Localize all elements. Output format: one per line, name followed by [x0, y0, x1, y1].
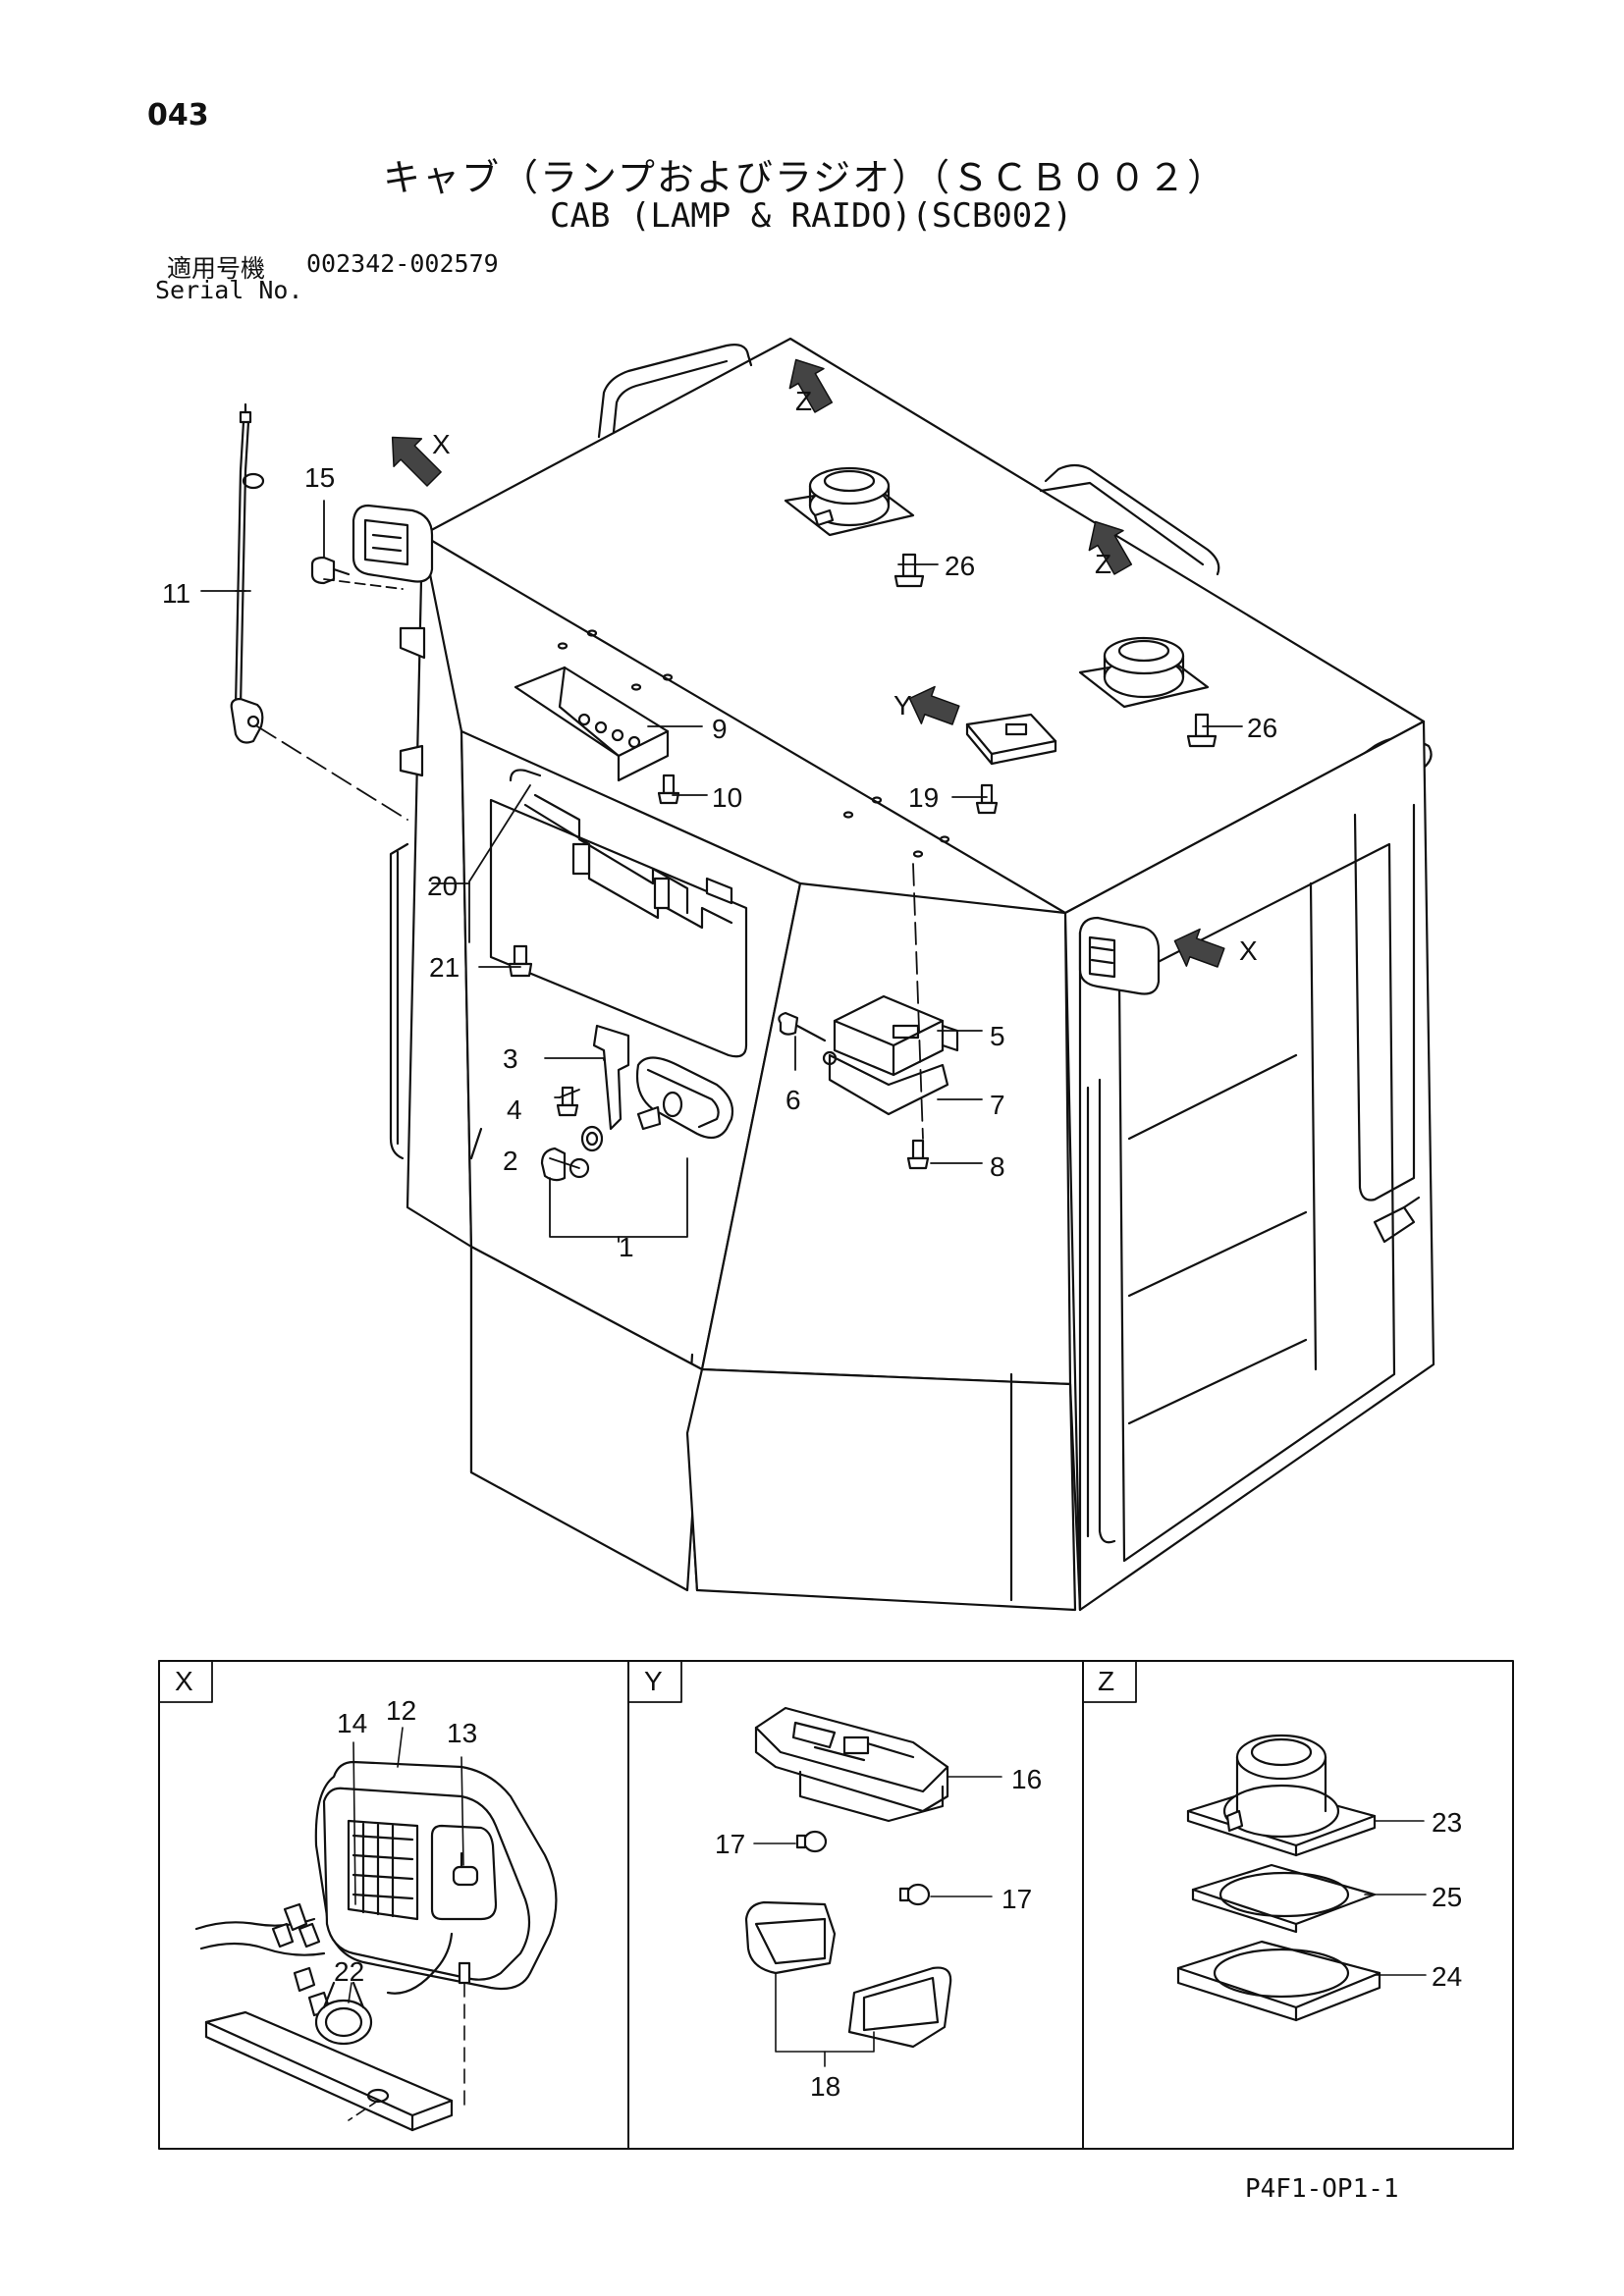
callout-12: 12 — [386, 1695, 416, 1726]
panel-x-label: X — [175, 1666, 193, 1696]
panel-y-label-box — [627, 1660, 682, 1703]
serial-range: 002342-002579 — [306, 249, 499, 278]
callout-2: 2 — [503, 1146, 518, 1176]
detail-room-lamp — [744, 1706, 1002, 2067]
page-title-english: CAB (LAMP & RAIDO)(SCB002) — [550, 196, 1073, 236]
leader-lines — [200, 500, 1243, 1243]
view-marker-z-left: Z — [795, 386, 812, 416]
cab-body — [389, 337, 1435, 1612]
callout-23: 23 — [1432, 1807, 1462, 1838]
page-number: 043 — [147, 98, 209, 133]
panel-x-label-box — [158, 1660, 213, 1703]
callout-4: 4 — [507, 1095, 522, 1125]
callout-14: 14 — [337, 1708, 367, 1738]
roof-speaker-left — [784, 466, 925, 588]
mirror-assembly — [540, 1024, 734, 1182]
detail-work-lamp — [194, 1727, 558, 2132]
callout-17a: 17 — [715, 1829, 745, 1859]
detail-panel-frame — [158, 1660, 1514, 2150]
buzzer-assembly — [778, 994, 959, 1170]
callout-6: 6 — [785, 1085, 801, 1115]
panel-z-label: Z — [1098, 1666, 1114, 1696]
callout-24: 24 — [1432, 1961, 1462, 1992]
callout-10: 10 — [712, 782, 742, 813]
serial-label-english: Serial No. — [155, 276, 303, 304]
callout-7: 7 — [990, 1090, 1005, 1120]
panel-y-label: Y — [644, 1666, 663, 1696]
callout-26b: 26 — [1247, 713, 1277, 743]
antenna — [230, 402, 265, 744]
callout-22: 22 — [334, 1956, 364, 1987]
callout-19: 19 — [908, 782, 939, 813]
front-work-lamp — [310, 504, 434, 585]
callout-9: 9 — [712, 714, 728, 744]
drawing-code: P4F1-OP1-1 — [1245, 2174, 1399, 2204]
panel-z-label-box — [1082, 1660, 1137, 1703]
callout-25: 25 — [1432, 1882, 1462, 1912]
callout-3: 3 — [503, 1043, 518, 1074]
page-title-japanese: キャブ（ランプおよびラジオ）（ＳＣＢ００２） — [383, 156, 1227, 199]
callout-20: 20 — [427, 871, 458, 901]
mirror-bracket-upper — [399, 626, 426, 660]
serial-label-japanese: 適用号機 — [167, 254, 266, 283]
callout-11: 11 — [162, 578, 190, 609]
detail-speaker — [1176, 1734, 1427, 2022]
callout-18: 18 — [810, 2071, 840, 2102]
view-marker-z-right: Z — [1095, 549, 1111, 579]
callout-13: 13 — [447, 1718, 477, 1748]
callout-26a: 26 — [945, 551, 975, 581]
callout-labels: 1 2 3 4 5 6 7 8 9 10 11 12 13 14 15 16 1… — [162, 386, 1462, 2102]
callout-15: 15 — [304, 462, 335, 493]
callout-5: 5 — [990, 1021, 1005, 1051]
rear-work-lamp — [1078, 916, 1161, 995]
roof-holes — [557, 629, 950, 858]
callout-8: 8 — [990, 1151, 1005, 1182]
roof-room-lamp — [965, 713, 1057, 815]
view-marker-x-rear: X — [1239, 935, 1258, 966]
mirror-bracket-lower — [399, 744, 424, 777]
callout-1: 1 — [619, 1232, 634, 1262]
roof-speaker-right — [1078, 636, 1218, 748]
view-marker-y: Y — [893, 690, 912, 721]
view-arrows — [391, 358, 1225, 968]
view-marker-x-front: X — [432, 429, 451, 459]
callout-21: 21 — [429, 952, 460, 983]
callout-17b: 17 — [1001, 1884, 1032, 1914]
callout-16: 16 — [1011, 1764, 1042, 1794]
